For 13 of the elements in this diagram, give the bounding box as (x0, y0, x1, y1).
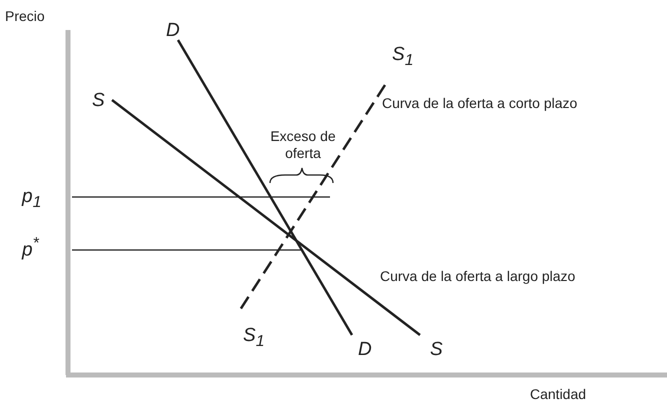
curve-annotation: Curva de la oferta a corto plazo (382, 95, 578, 112)
annotation: Exceso de oferta (270, 128, 336, 162)
curve-annotation: Curva de la oferta a largo plazo (380, 268, 576, 285)
curve-label: S$_{1}$ (392, 44, 414, 71)
curve-label: S (92, 90, 105, 112)
axis-label: Precio (5, 8, 45, 25)
curve-label: S (430, 339, 443, 361)
axis-label: Cantidad (530, 386, 586, 403)
curve-label: D (358, 339, 372, 361)
price-label: p$_{1}$ (22, 186, 42, 213)
curve-label: S$_{1}$ (243, 325, 264, 352)
curve-label: D (166, 20, 180, 42)
price-label: p$^{*}$ (22, 234, 39, 262)
